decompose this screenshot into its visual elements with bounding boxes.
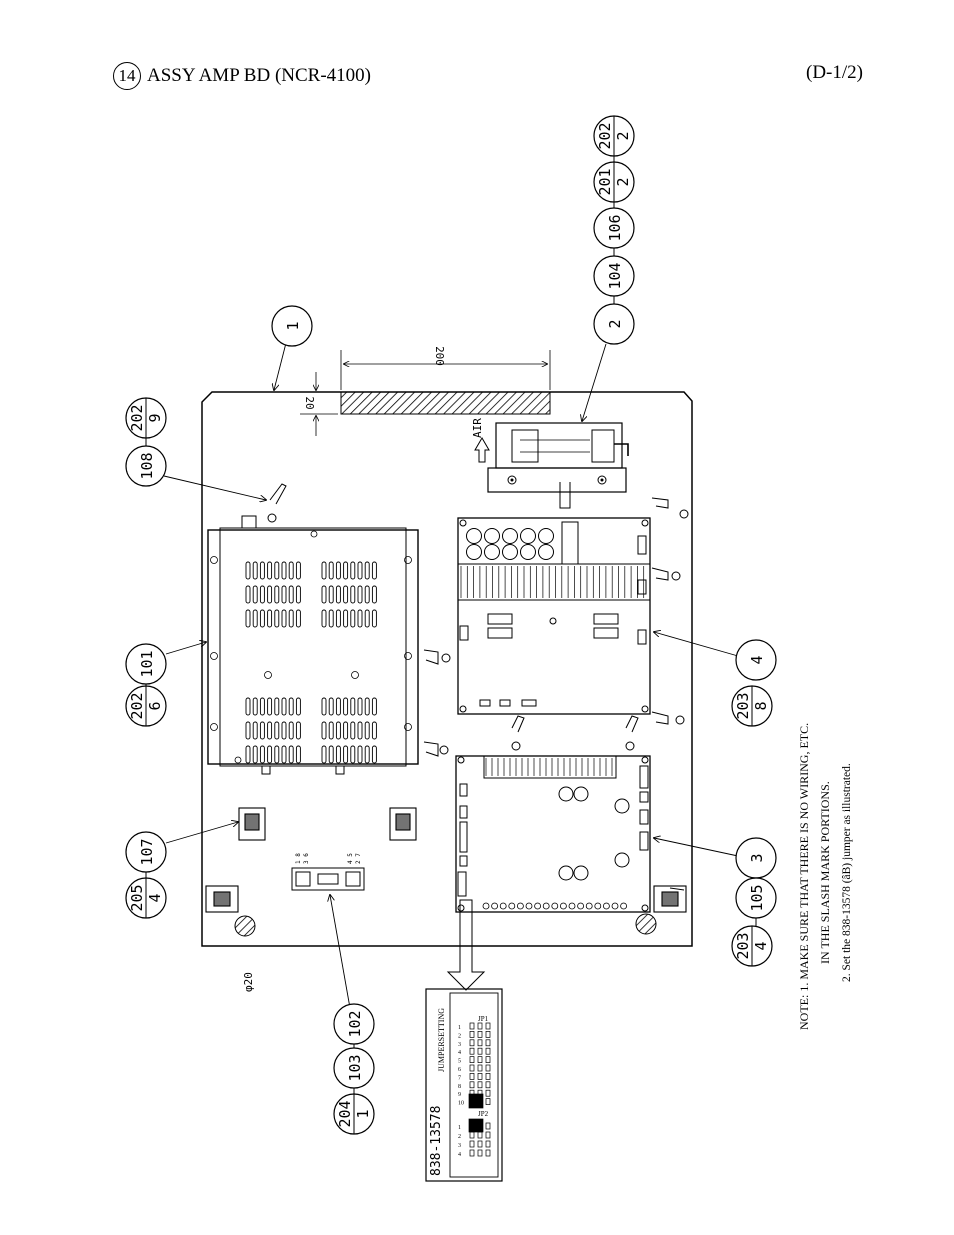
connector-pins-left-bottom: 3 6	[303, 853, 310, 864]
dim-length: 200	[433, 346, 446, 366]
jp1-row-label: 5	[458, 1059, 461, 1065]
svg-text:103: 103	[346, 1054, 364, 1081]
hatched-hole-left	[234, 915, 256, 937]
svg-text:205: 205	[128, 884, 146, 911]
hole-diameter: φ20	[242, 972, 255, 992]
svg-text:101: 101	[138, 650, 156, 677]
jp2-row-label: 1	[458, 1125, 461, 1131]
svg-text:4: 4	[752, 941, 770, 950]
svg-text:203: 203	[734, 932, 752, 959]
amp-board-4	[457, 517, 651, 715]
page-header: 14 ASSY AMP BD (NCR-4100)	[113, 62, 371, 90]
svg-text:105: 105	[748, 884, 766, 911]
svg-text:202: 202	[596, 122, 614, 149]
jp1-row-label: 10	[458, 1101, 464, 1107]
jp1-row-label: 4	[458, 1050, 461, 1056]
note-line-3: 2. Set the 838-13578 (âB) jumper as illu…	[841, 763, 853, 982]
air-label: AIR	[471, 418, 484, 438]
callout-107: 107	[125, 831, 167, 873]
callout-3: 3	[735, 837, 777, 879]
callout-101: 101	[125, 643, 167, 685]
jp1-row-label: 6	[458, 1067, 461, 1073]
callout-2: 2	[593, 303, 635, 345]
connector-pins-right-bottom: 2 7	[355, 853, 362, 864]
jumper-part-number: 838-13578	[429, 1106, 444, 1176]
svg-text:108: 108	[138, 452, 156, 479]
svg-text:106: 106	[606, 214, 624, 241]
connector-pins-left-top: 1 8	[295, 853, 302, 864]
note-line-2: IN THE SLASH MARK PORTIONS.	[818, 781, 832, 964]
amp-board-3	[455, 755, 651, 913]
board-outline	[201, 391, 693, 947]
svg-text:1: 1	[284, 321, 302, 330]
fan-unit	[487, 422, 629, 509]
page-title: ASSY AMP BD (NCR-4100)	[147, 65, 371, 86]
svg-text:201: 201	[596, 168, 614, 195]
jp2-row-label: 3	[458, 1143, 461, 1149]
svg-text:2: 2	[606, 319, 624, 328]
svg-text:3: 3	[748, 853, 766, 862]
connector-pins-right-top: 4 5	[347, 853, 354, 864]
jp1-row-label: 3	[458, 1042, 461, 1048]
callout-103: 103	[333, 1047, 375, 1089]
svg-text:107: 107	[138, 838, 156, 865]
jp2-label: JP2	[478, 1110, 489, 1118]
callout-102: 102	[333, 1003, 375, 1045]
callout-106: 106	[593, 207, 635, 249]
jumper-connector-102: 1 8 3 6 4 5 2 7	[291, 853, 365, 891]
svg-text:9: 9	[146, 413, 164, 422]
jumper-title: JUMPERSETTING	[437, 1008, 446, 1072]
jp1-row-label: 1	[458, 1025, 461, 1031]
jp1-row-label: 8	[458, 1084, 461, 1090]
callout-104: 104	[593, 255, 635, 297]
detail-arrow	[446, 899, 486, 991]
svg-text:1: 1	[354, 1109, 372, 1118]
svg-text:4: 4	[748, 655, 766, 664]
svg-text:104: 104	[606, 262, 624, 289]
jp1-label: JP1	[478, 1015, 489, 1023]
svg-text:2: 2	[614, 131, 632, 140]
svg-text:8: 8	[752, 701, 770, 710]
dim-offset: 20	[303, 396, 316, 409]
jp1-row-label: 7	[458, 1075, 461, 1081]
hatched-hole-right	[635, 913, 657, 935]
jp1-row-label: 9	[458, 1092, 461, 1098]
callout-105: 105	[735, 877, 777, 919]
callout-1: 1	[271, 305, 313, 347]
note-line-1: NOTE: 1. MAKE SURE THAT THERE IS NO WIRI…	[797, 723, 811, 1030]
jp1-row-label: 2	[458, 1033, 461, 1039]
callout-108: 108	[125, 445, 167, 487]
jp2-row-label: 4	[458, 1152, 461, 1158]
component-107	[205, 807, 687, 913]
jp2-row-label: 2	[458, 1134, 461, 1140]
jumper-detail-box: 838-13578 JUMPERSETTING JP1 JP2 1 2 3 4 5 6 7 8…	[425, 988, 503, 1182]
svg-text:203: 203	[734, 692, 752, 719]
svg-text:102: 102	[346, 1010, 364, 1037]
svg-text:6: 6	[146, 701, 164, 710]
callout-4: 4	[735, 639, 777, 681]
section-number: 14	[113, 62, 141, 90]
svg-text:2: 2	[614, 177, 632, 186]
svg-text:202: 202	[128, 692, 146, 719]
keepout-zone	[340, 391, 551, 415]
svg-text:204: 204	[336, 1100, 354, 1127]
svg-text:4: 4	[146, 893, 164, 902]
air-arrow	[474, 437, 490, 463]
power-supply-module	[207, 515, 419, 775]
page-reference: (D-1/2)	[806, 62, 863, 83]
svg-text:202: 202	[128, 404, 146, 431]
